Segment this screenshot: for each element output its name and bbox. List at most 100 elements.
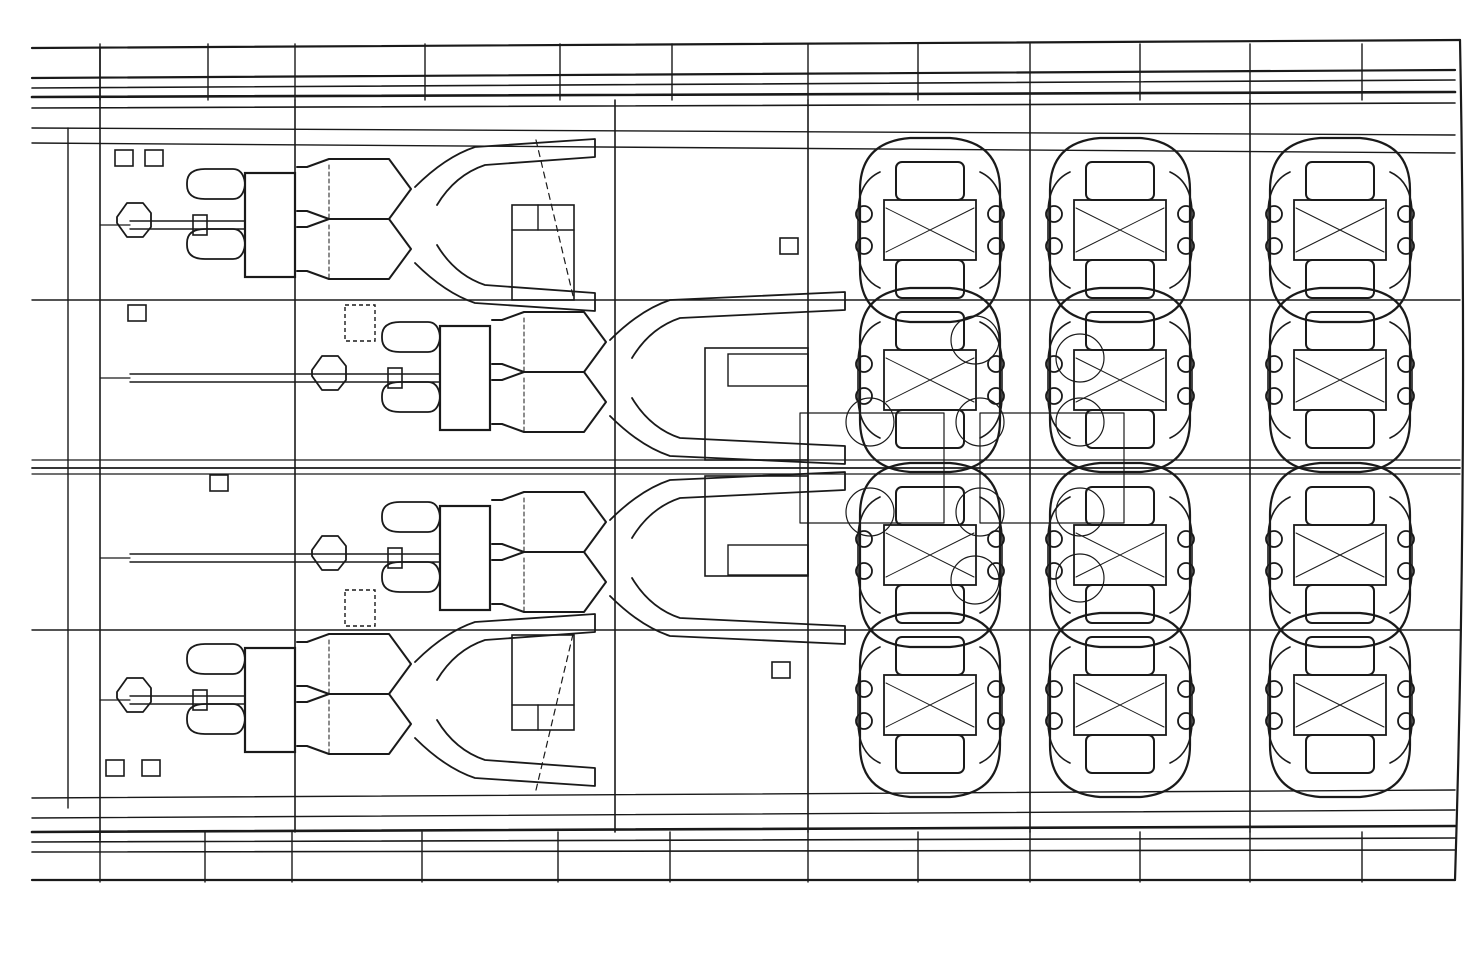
auxiliary-drum — [950, 315, 1000, 365]
steam-drum — [1085, 636, 1155, 676]
burner — [1045, 387, 1063, 405]
uptake-duct — [1389, 496, 1413, 614]
deck-frames — [99, 43, 1363, 883]
uptake-duct — [979, 321, 1003, 439]
boiler-casing — [858, 286, 1002, 474]
furnace — [1293, 349, 1387, 411]
uptake-duct — [1267, 171, 1291, 289]
turbine-casing — [491, 371, 607, 433]
furnace — [883, 524, 977, 586]
auxiliary-compartment — [704, 475, 809, 577]
turbine-set — [116, 138, 596, 312]
exhaust-trunk-lower — [414, 719, 596, 787]
water-drum — [895, 259, 965, 299]
turbine-casing — [296, 218, 412, 280]
auxiliary-machinery — [105, 139, 809, 791]
auxiliary-drum — [1055, 333, 1105, 383]
tube-bank — [1295, 532, 1385, 578]
boiler-casing — [1048, 136, 1192, 324]
burner — [855, 562, 873, 580]
water-drum — [1305, 734, 1375, 774]
thrust-block — [116, 202, 152, 238]
auxiliary-box-dashed — [344, 304, 376, 342]
turbine-casing-small — [186, 703, 246, 735]
water-drum — [1305, 584, 1375, 624]
water-drum — [1085, 584, 1155, 624]
burner — [1045, 562, 1063, 580]
turbine-casing — [296, 693, 412, 755]
hull-longitudinal-top — [31, 127, 1456, 136]
auxiliary-drum — [1055, 397, 1105, 447]
water-drum — [1085, 409, 1155, 449]
water-drum — [1085, 734, 1155, 774]
furnace — [1293, 199, 1387, 261]
uptake-duct — [979, 171, 1003, 289]
exhaust-trunk-upper — [609, 291, 846, 359]
auxiliary-box-large — [727, 544, 809, 576]
uptake-duct — [1047, 496, 1071, 614]
furnace — [1293, 674, 1387, 736]
exhaust-trunk-upper — [609, 471, 846, 539]
boiler-casing — [858, 136, 1002, 324]
coupling-box — [192, 689, 208, 711]
boiler-array — [799, 136, 1415, 799]
burner — [1045, 530, 1063, 548]
reduction-gearbox — [438, 504, 492, 612]
steam-drum — [1085, 486, 1155, 526]
burner — [1397, 387, 1415, 405]
burner — [1265, 237, 1283, 255]
tube-bank — [885, 532, 975, 578]
burner — [855, 237, 873, 255]
burner — [987, 680, 1005, 698]
tube-bank — [1075, 532, 1165, 578]
burner — [855, 680, 873, 698]
uptake-duct — [979, 646, 1003, 764]
burner — [1177, 205, 1195, 223]
boiler-casing — [1268, 461, 1412, 649]
burner — [1397, 680, 1415, 698]
hull-longitudinal-bottom — [31, 789, 1456, 799]
boiler — [1265, 286, 1415, 474]
steam-drum — [895, 486, 965, 526]
steam-drum — [1085, 161, 1155, 201]
auxiliary-drum — [955, 487, 1005, 537]
propeller-shafts — [99, 220, 441, 705]
burner — [1177, 237, 1195, 255]
uptake-duct — [1047, 171, 1071, 289]
boiler-casing — [1268, 286, 1412, 474]
burner — [1177, 387, 1195, 405]
burner — [987, 237, 1005, 255]
steam-drum — [1305, 311, 1375, 351]
auxiliary-box — [771, 661, 791, 679]
uptake-duct — [1267, 321, 1291, 439]
tube-bank — [885, 682, 975, 728]
furnace — [883, 349, 977, 411]
uptake-duct — [1389, 321, 1413, 439]
tube-bank — [885, 207, 975, 253]
tube-bank — [1295, 682, 1385, 728]
furnace — [1293, 524, 1387, 586]
burner — [1397, 530, 1415, 548]
burner — [987, 712, 1005, 730]
burner — [987, 355, 1005, 373]
uptake-duct — [1047, 321, 1071, 439]
burner — [1265, 680, 1283, 698]
hull-longitudinal-top — [31, 142, 1456, 154]
burner — [1045, 205, 1063, 223]
coupling-box — [387, 547, 403, 569]
centerline-boiler-outline — [799, 412, 945, 524]
hull-curve-dashed — [535, 139, 575, 301]
uptake-duct — [857, 646, 881, 764]
burner — [1177, 562, 1195, 580]
steam-drum — [1305, 486, 1375, 526]
auxiliary-drum — [955, 397, 1005, 447]
burner — [987, 562, 1005, 580]
boiler-casing — [1048, 286, 1192, 474]
auxiliary-compartment — [511, 204, 575, 301]
boiler — [1265, 461, 1415, 649]
turbine-casing-small — [186, 228, 246, 260]
water-drum — [1305, 409, 1375, 449]
auxiliary-box — [144, 149, 164, 167]
burner — [855, 530, 873, 548]
